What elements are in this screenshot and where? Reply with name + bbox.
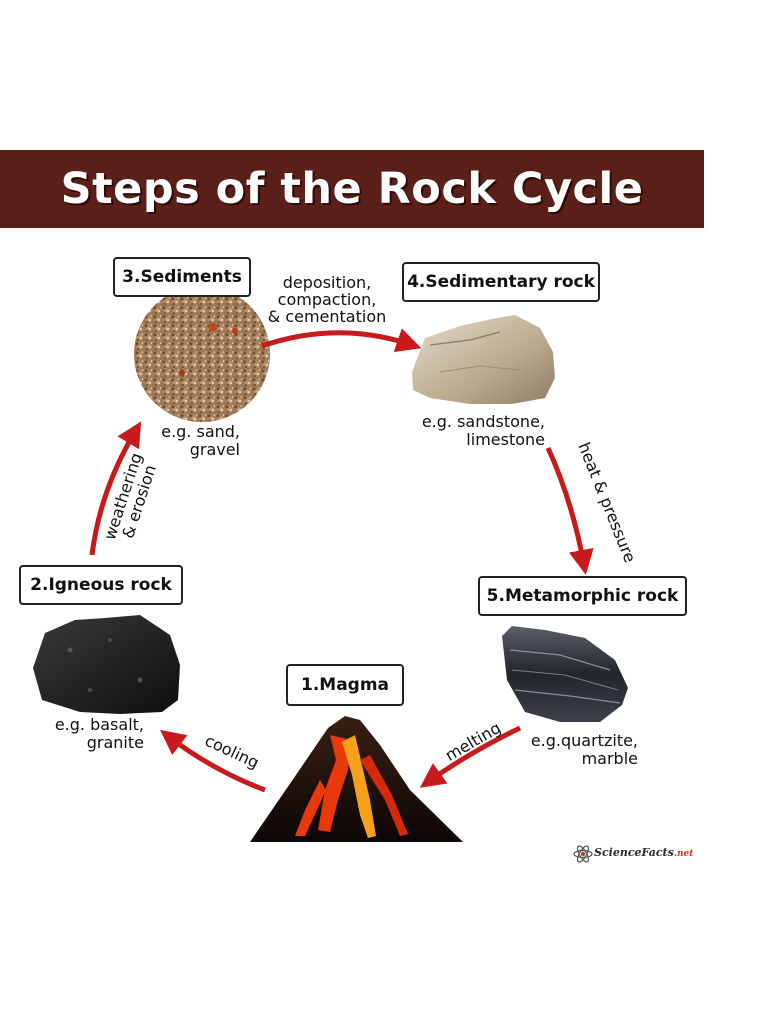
sand-image	[134, 286, 270, 422]
stage-sedimentary-rock: 4.Sedimentary rock	[402, 262, 600, 302]
example-sedimentary-line1: e.g. sandstone,	[421, 412, 545, 431]
example-igneous: e.g. basalt, granite	[40, 716, 144, 752]
process-deposition-line3: & cementation	[267, 307, 387, 326]
example-sedimentary-line2: limestone	[466, 430, 545, 449]
process-deposition-line1: deposition,	[282, 273, 372, 292]
stage-sediments-label: 3.Sediments	[122, 267, 242, 287]
stage-sedimentary-label: 4.Sedimentary rock	[407, 272, 595, 292]
example-sediments-line2: gravel	[189, 440, 240, 459]
example-igneous-line2: granite	[86, 733, 144, 752]
atom-logo-icon	[573, 845, 593, 863]
arrow-deposition	[261, 328, 422, 353]
example-sedimentary: e.g. sandstone, limestone	[405, 413, 545, 449]
example-metamorphic: e.g.quartzite, marble	[518, 732, 638, 768]
stage-magma-label: 1.Magma	[300, 675, 390, 695]
logo-suffix: .net	[673, 849, 694, 859]
example-metamorphic-line1: e.g.quartzite,	[530, 731, 638, 750]
title-banner: Steps of the Rock Cycle	[0, 150, 704, 228]
logo-text: ScienceFacts	[594, 846, 674, 859]
process-deposition-line2: compaction,	[277, 290, 377, 309]
stage-metamorphic-label: 5.Metamorphic rock	[486, 586, 679, 606]
example-metamorphic-line2: marble	[581, 749, 638, 768]
page-title: Steps of the Rock Cycle	[60, 164, 644, 214]
stage-sediments: 3.Sediments	[113, 257, 251, 297]
volcano-image	[250, 716, 463, 842]
stage-metamorphic-rock: 5.Metamorphic rock	[478, 576, 687, 616]
arrow-cooling	[160, 729, 266, 793]
schist-image	[502, 626, 628, 722]
example-igneous-line1: e.g. basalt,	[54, 715, 144, 734]
arrow-melting	[419, 725, 522, 788]
process-deposition: deposition, compaction, & cementation	[262, 274, 392, 325]
arrow-weathering	[89, 421, 142, 556]
limestone-image	[412, 315, 555, 404]
basalt-image	[33, 615, 180, 714]
example-sediments: e.g. sand, gravel	[150, 423, 240, 459]
stage-magma: 1.Magma	[286, 664, 404, 706]
arrow-heat-pressure	[545, 446, 594, 575]
stage-igneous-label: 2.Igneous rock	[30, 575, 172, 595]
stage-igneous-rock: 2.Igneous rock	[19, 565, 183, 605]
sciencefacts-logo: ScienceFacts.net	[594, 846, 693, 859]
example-sediments-line1: e.g. sand,	[161, 422, 240, 441]
